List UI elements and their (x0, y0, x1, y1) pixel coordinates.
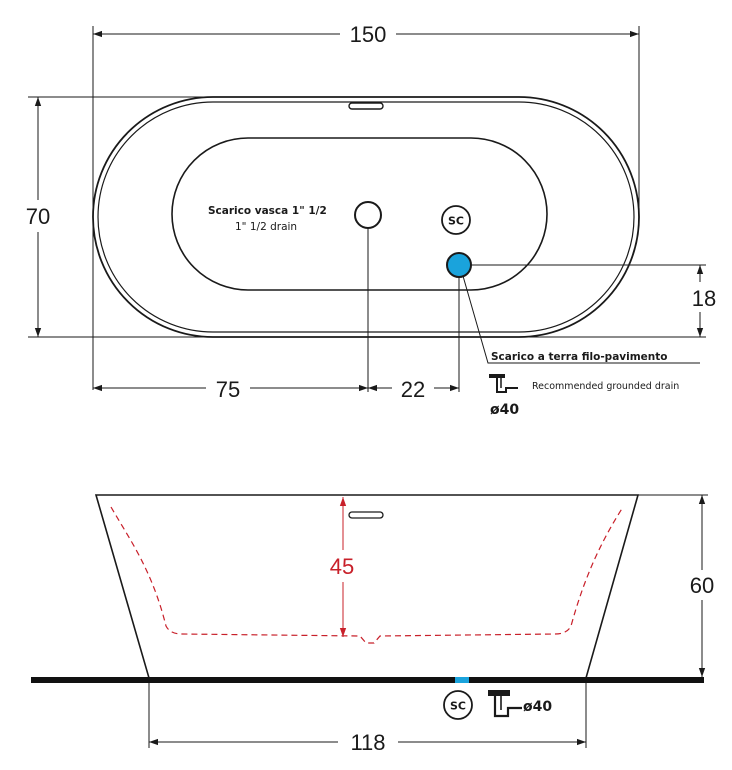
dim-45-value: 45 (330, 554, 354, 579)
dim-150-value: 150 (350, 22, 387, 47)
tub-drain-circle (354, 201, 382, 229)
dim-118-value: 118 (350, 730, 385, 755)
tub-outer-rim (92, 96, 640, 338)
floor-drain-title: Scarico a terra filo-pavimento (491, 351, 668, 363)
floor-drain-marker (446, 252, 472, 278)
dim-22-text-bg (392, 376, 434, 398)
drain-trap-icon (489, 374, 518, 393)
side-overflow-slot (348, 511, 384, 519)
side-view: 45 60 118 SC ø40 (31, 494, 714, 755)
tub-side-profile (94, 494, 640, 679)
top-view: Scarico vasca 1" 1/2 1" 1/2 drain SC 150… (26, 22, 716, 418)
tub-outer-rim-inner-line (97, 101, 635, 333)
dim-60-value: 60 (690, 573, 714, 598)
side-drain-diameter: ø40 (523, 699, 552, 715)
floor-drain-leader (462, 275, 700, 364)
sc-badge-circle (441, 205, 471, 235)
floor-drain-subtitle: Recommended grounded drain (532, 381, 679, 392)
tub-drain-label: Scarico vasca 1" 1/2 (208, 205, 327, 217)
side-sc-badge-circle (443, 690, 473, 720)
dim-22-value: 22 (401, 377, 425, 402)
basin-inner-dashed (110, 506, 624, 644)
floor-line (31, 677, 704, 683)
side-drain-marker (455, 677, 469, 683)
overflow-slot (348, 102, 384, 110)
dim-18-value: 18 (692, 286, 716, 311)
floor-drain-diameter: ø40 (490, 402, 519, 418)
side-sc-badge-text: SC (450, 700, 466, 713)
dim-70-value: 70 (26, 204, 50, 229)
tub-basin-outline (171, 137, 548, 291)
sc-badge-text: SC (448, 215, 464, 228)
dim-75-value: 75 (216, 377, 240, 402)
tub-drain-label-en: 1" 1/2 drain (235, 221, 297, 233)
side-drain-trap-icon (488, 690, 522, 718)
dim-75-text-bg (206, 376, 250, 398)
